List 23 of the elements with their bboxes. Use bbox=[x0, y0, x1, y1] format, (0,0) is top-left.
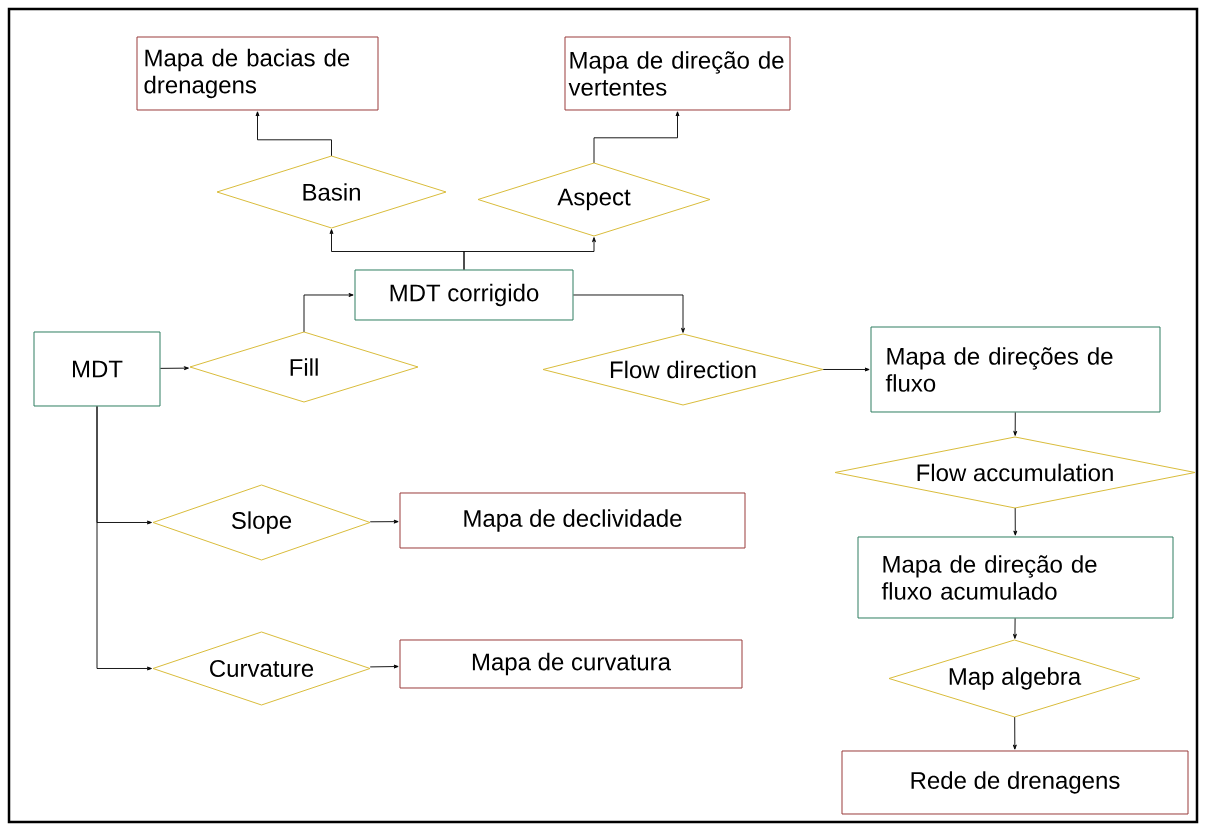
arrow bbox=[1013, 507, 1018, 536]
arrow bbox=[160, 366, 189, 371]
output-box: Mapa de direção de vertentes bbox=[564, 36, 791, 111]
data-box: Mapa de direção de fluxo acumulado bbox=[857, 536, 1174, 619]
output-box: Mapa de curvatura bbox=[399, 639, 743, 689]
data-box: Mapa de direções de fluxo bbox=[870, 326, 1161, 413]
output-box: Mapa de bacias de drenagens bbox=[136, 36, 379, 111]
arrow bbox=[593, 111, 680, 164]
data-box: MDT corrigido bbox=[354, 269, 574, 321]
arrow bbox=[1012, 716, 1017, 750]
output-box: Rede de drenagens bbox=[841, 750, 1189, 815]
arrow bbox=[1013, 412, 1018, 436]
arrow bbox=[369, 664, 399, 669]
arrow bbox=[303, 293, 354, 333]
output-box: Mapa de declividade bbox=[399, 492, 746, 549]
arrow bbox=[96, 406, 152, 671]
arrow bbox=[255, 111, 332, 157]
arrow bbox=[1013, 618, 1017, 639]
arrow bbox=[573, 294, 685, 333]
arrow bbox=[822, 367, 870, 372]
data-box: MDT bbox=[33, 331, 161, 407]
arrow bbox=[463, 237, 596, 270]
arrow bbox=[369, 519, 399, 524]
